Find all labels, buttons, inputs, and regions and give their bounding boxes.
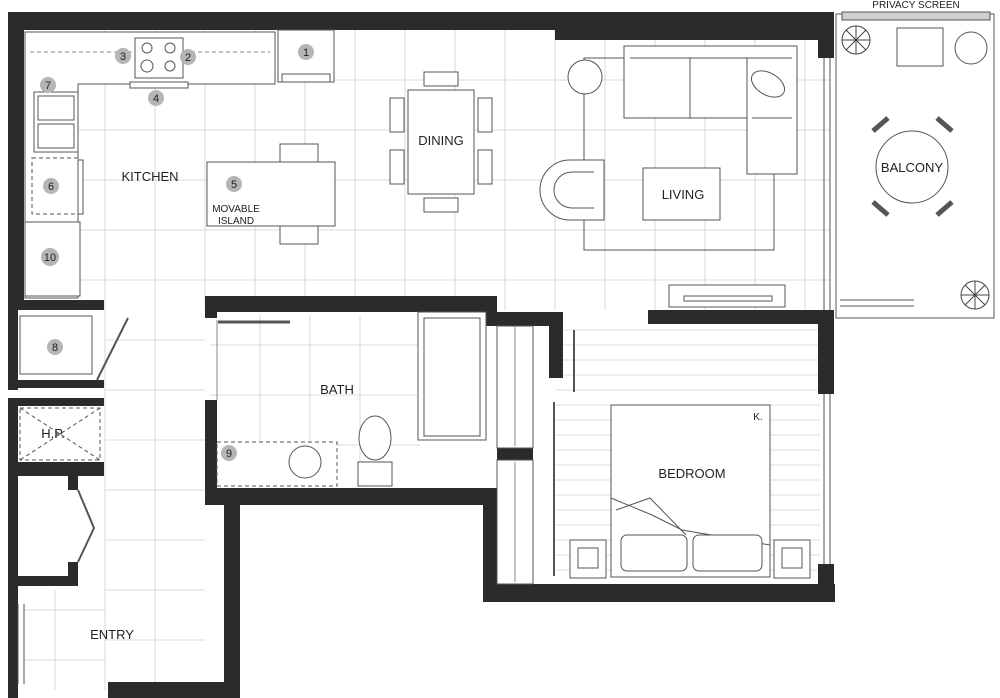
svg-text:3: 3	[120, 51, 126, 63]
marker-1: 1	[298, 44, 314, 60]
balcony-label: BALCONY	[881, 160, 943, 175]
svg-text:8: 8	[52, 342, 58, 354]
bedroom-label: BEDROOM	[658, 466, 725, 481]
living-furniture	[539, 45, 798, 308]
svg-text:2: 2	[185, 52, 191, 64]
island-label-line1: MOVABLE	[212, 204, 260, 215]
walls	[8, 12, 835, 698]
svg-text:5: 5	[231, 179, 237, 191]
balcony	[835, 11, 995, 319]
marker-10: 10	[41, 248, 59, 266]
marker-7: 7	[40, 77, 56, 93]
reference-markers: 1 2 3 4 5 6 7 8 9 10	[40, 44, 314, 461]
marker-6: 6	[43, 178, 59, 194]
marker-4: 4	[148, 90, 164, 106]
marker-8: 8	[47, 339, 63, 355]
living-label: LIVING	[662, 187, 705, 202]
bath-fixtures	[216, 311, 487, 487]
kitchen-fixtures	[24, 29, 336, 299]
bedroom-furniture	[569, 404, 811, 579]
svg-text:1: 1	[303, 47, 309, 59]
svg-text:6: 6	[48, 181, 54, 193]
hp-label: H.P.	[41, 426, 65, 441]
dining-label: DINING	[418, 133, 464, 148]
marker-2: 2	[180, 49, 196, 65]
bath-label: BATH	[320, 382, 354, 397]
room-labels: KITCHEN DINING LIVING BALCONY BATH BEDRO…	[41, 0, 960, 642]
marker-3: 3	[115, 48, 131, 64]
svg-text:9: 9	[226, 448, 232, 460]
entry-label: ENTRY	[90, 627, 134, 642]
svg-text:4: 4	[153, 93, 159, 105]
marker-5: 5	[226, 176, 242, 192]
island-label-line2: ISLAND	[218, 216, 254, 227]
marker-9: 9	[221, 445, 237, 461]
windows	[17, 58, 914, 684]
privacy-screen-label: PRIVACY SCREEN	[872, 0, 959, 11]
dining-set	[389, 71, 493, 213]
bed-size-label: K.	[753, 412, 762, 423]
svg-text:10: 10	[44, 252, 56, 264]
kitchen-label: KITCHEN	[121, 169, 178, 184]
svg-text:7: 7	[45, 80, 51, 92]
